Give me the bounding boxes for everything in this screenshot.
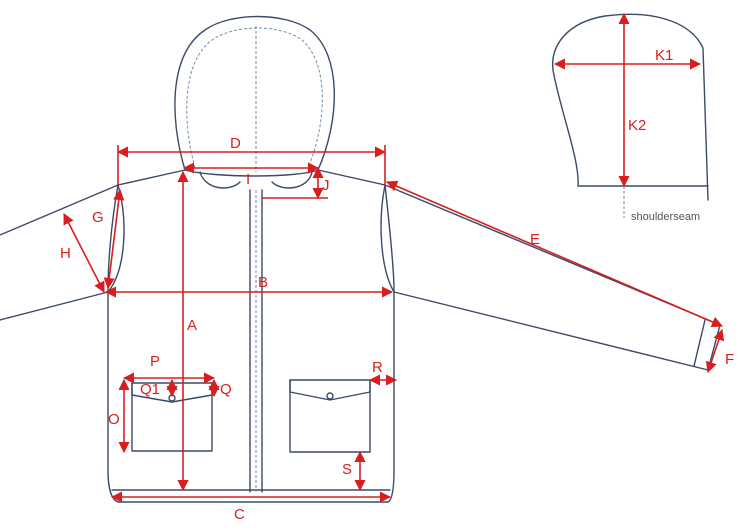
shoulderseam-note: shoulderseam (631, 211, 700, 223)
left-sleeve (0, 184, 119, 321)
label-A: A (187, 317, 197, 334)
measure-H (63, 213, 105, 293)
measure-F (705, 328, 725, 374)
label-B: B (258, 274, 268, 291)
label-O: O (108, 411, 120, 428)
label-H: H (60, 245, 71, 262)
label-C: C (234, 506, 245, 523)
right-pocket-button (326, 392, 334, 400)
hood (174, 15, 336, 171)
label-P: P (150, 353, 160, 370)
label-Q: Q (220, 381, 232, 398)
measure-E (385, 180, 724, 328)
hood-inner-seam (186, 27, 323, 169)
measurement-lines (63, 12, 725, 503)
label-D: D (230, 135, 241, 152)
right-armhole (380, 184, 395, 293)
label-E: E (530, 231, 540, 248)
label-Q1: Q1 (140, 381, 160, 398)
collar-curve (184, 169, 319, 177)
label-K2: K2 (628, 117, 646, 134)
collar (199, 171, 313, 189)
hood-inset-outline (552, 13, 709, 201)
right-pocket-flap (289, 379, 371, 401)
jacket-outline (0, 15, 721, 503)
label-S: S (342, 461, 352, 478)
label-R: R (372, 359, 383, 376)
label-J: J (322, 177, 330, 194)
right-cuff (693, 319, 706, 367)
label-F: F (725, 351, 734, 368)
measurement-labels: A B C D E F G H I J K1 K2 O P Q Q1 R S s… (60, 47, 734, 523)
label-G: G (92, 209, 104, 226)
label-K1: K1 (655, 47, 673, 64)
measure-G (103, 188, 125, 290)
right-pocket (289, 379, 371, 453)
label-I: I (246, 171, 250, 188)
